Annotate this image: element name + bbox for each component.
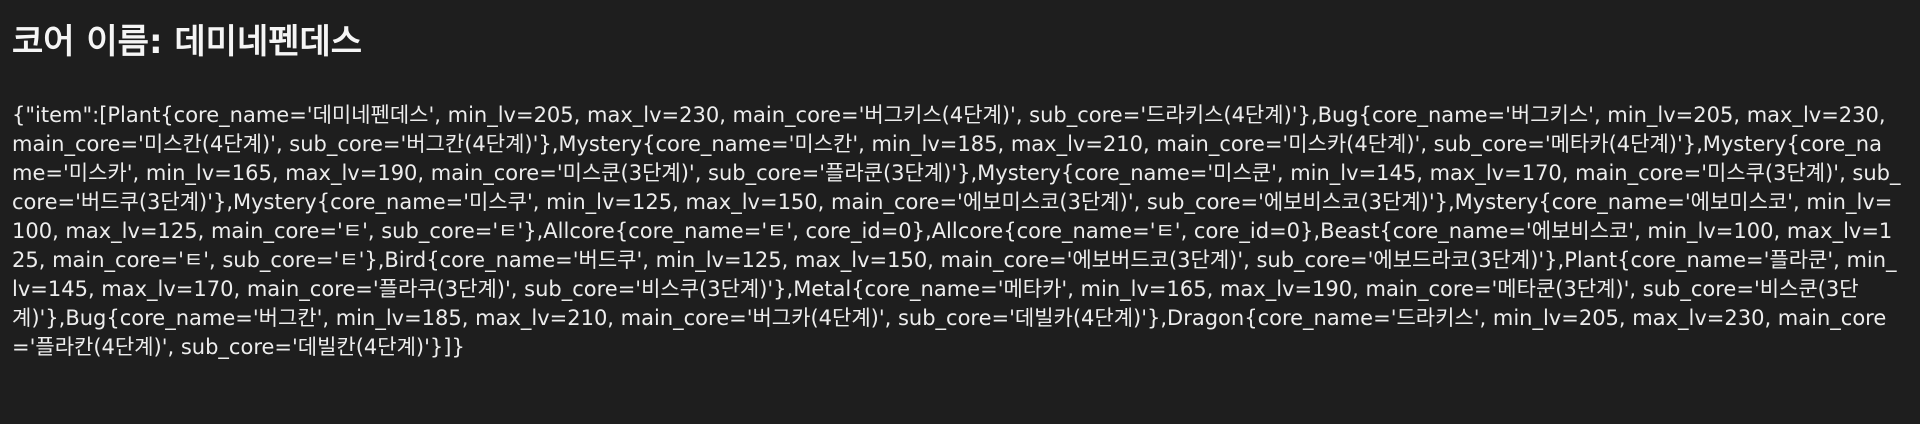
json-response-text: {"item":[Plant{core_name='데미네펜데스', min_l… (12, 103, 1901, 359)
core-name-heading: 코어 이름: 데미네펜데스 (12, 22, 363, 62)
